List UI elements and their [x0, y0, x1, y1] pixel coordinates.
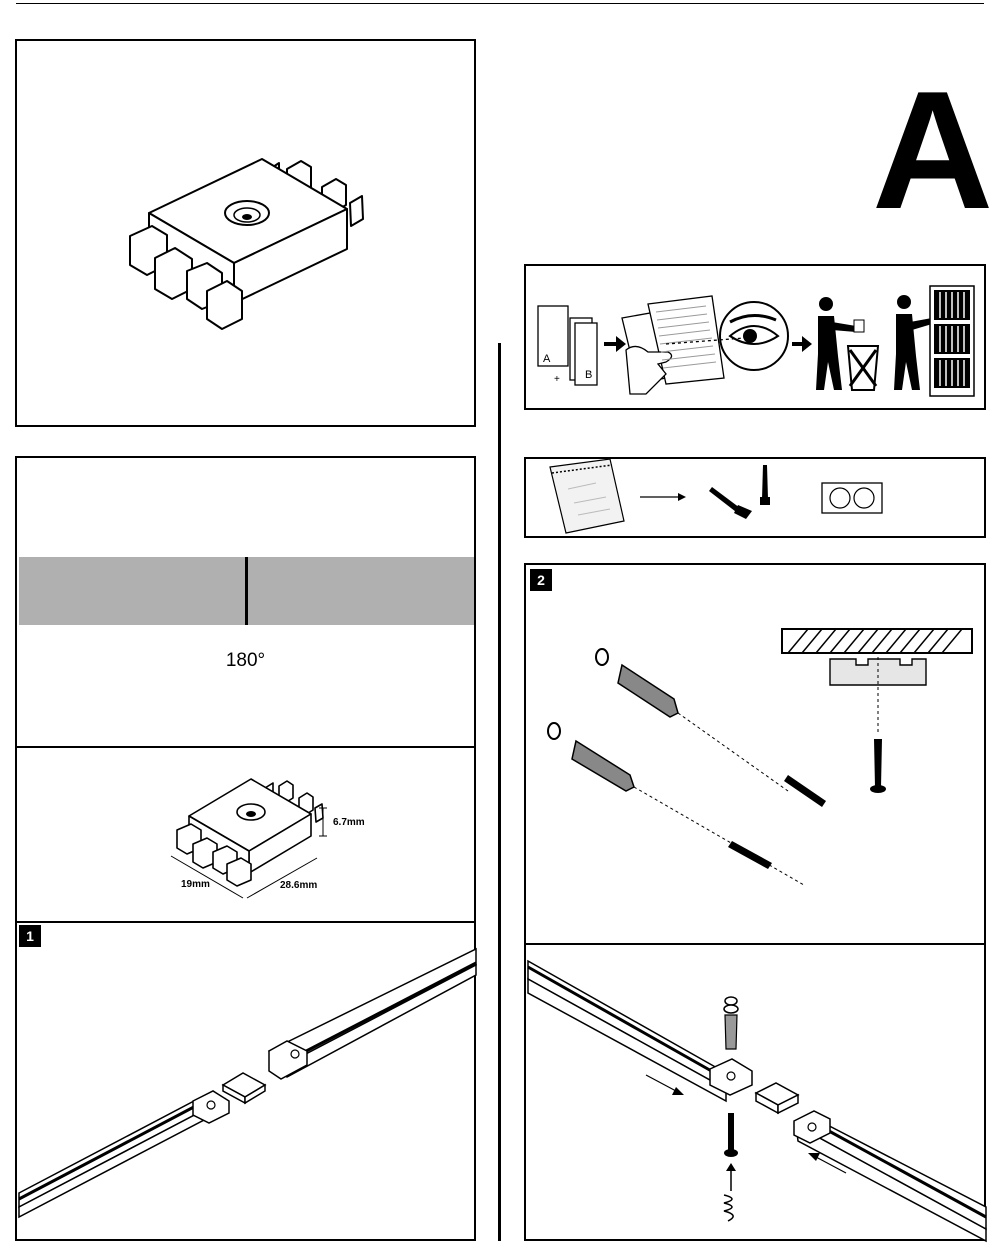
sheet-b-label: B — [585, 369, 592, 381]
connector-dimension-drawing — [170, 778, 327, 899]
dimensions-panel: 6.7mm 19mm 28.6mm — [15, 746, 476, 923]
step1-badge: 1 — [19, 925, 41, 947]
step2-assembly-panel — [524, 943, 987, 1243]
step2-badge: 2 — [530, 569, 552, 591]
person-filing-cabinet-icon — [894, 285, 975, 397]
screw-icon — [709, 487, 752, 519]
step2-assembly-illustration — [527, 959, 987, 1243]
person-no-trash-icon — [816, 297, 880, 391]
section-letter: A — [872, 56, 994, 244]
parts-bag-panel — [524, 457, 986, 538]
double-pad-icon — [821, 482, 883, 514]
width-dimension-label: 19mm — [181, 879, 210, 890]
instructions-illustration: A B + — [537, 285, 975, 397]
step2-illustration — [547, 628, 973, 886]
top-rule — [16, 3, 984, 4]
step1-panel: 1 — [15, 921, 477, 1241]
column-divider — [498, 343, 501, 1241]
connector-product-panel — [15, 39, 476, 427]
screw-icon — [760, 465, 770, 505]
gray-band-left — [19, 557, 245, 625]
gray-band-right — [248, 557, 474, 625]
height-dimension-label: 6.7mm — [333, 817, 365, 828]
right-arrow-icon — [640, 493, 686, 501]
rotation-angle-label: 180° — [225, 650, 266, 671]
eye-icon — [665, 301, 789, 371]
parts-illustration — [549, 458, 883, 534]
connector-clip-illustration — [129, 158, 364, 330]
read-instructions-panel: A B + — [524, 264, 986, 410]
length-dimension-label: 28.6mm — [280, 880, 318, 891]
plus-sign: + — [554, 374, 560, 385]
band-split-line — [245, 557, 248, 625]
zip-bag-icon — [549, 458, 625, 534]
right-arrow-icon — [792, 336, 812, 352]
rotation-panel — [15, 456, 476, 748]
right-arrow-icon — [604, 336, 626, 352]
reading-hand-icon — [621, 295, 725, 395]
sheet-a-label: A — [543, 353, 551, 365]
step1-illustration — [18, 947, 477, 1219]
step2-panel: 2 — [524, 563, 986, 945]
